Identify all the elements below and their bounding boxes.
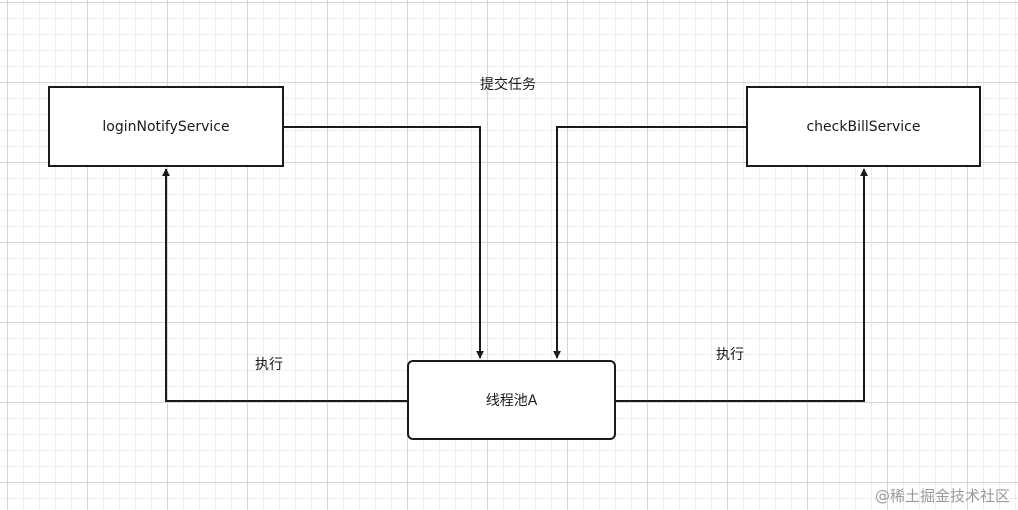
- edge-pool-to-check: [616, 168, 868, 402]
- edge-label-execute-left: 执行: [255, 357, 283, 373]
- edge-login-to-pool: [284, 126, 484, 359]
- node-login-notify-service[interactable]: loginNotifyService: [48, 86, 284, 167]
- watermark: @稀土掘金技术社区: [874, 487, 1010, 505]
- edge-check-to-pool: [553, 126, 746, 359]
- node-label: checkBillService: [806, 118, 921, 135]
- edge-pool-to-login: [162, 168, 407, 402]
- edge-label-execute-right: 执行: [716, 347, 744, 363]
- node-label: 线程池A: [485, 393, 538, 409]
- node-thread-pool-a[interactable]: 线程池A: [407, 360, 616, 440]
- edge-label-submit-task: 提交任务: [480, 77, 536, 93]
- node-label: loginNotifyService: [102, 118, 230, 135]
- node-check-bill-service[interactable]: checkBillService: [746, 86, 981, 167]
